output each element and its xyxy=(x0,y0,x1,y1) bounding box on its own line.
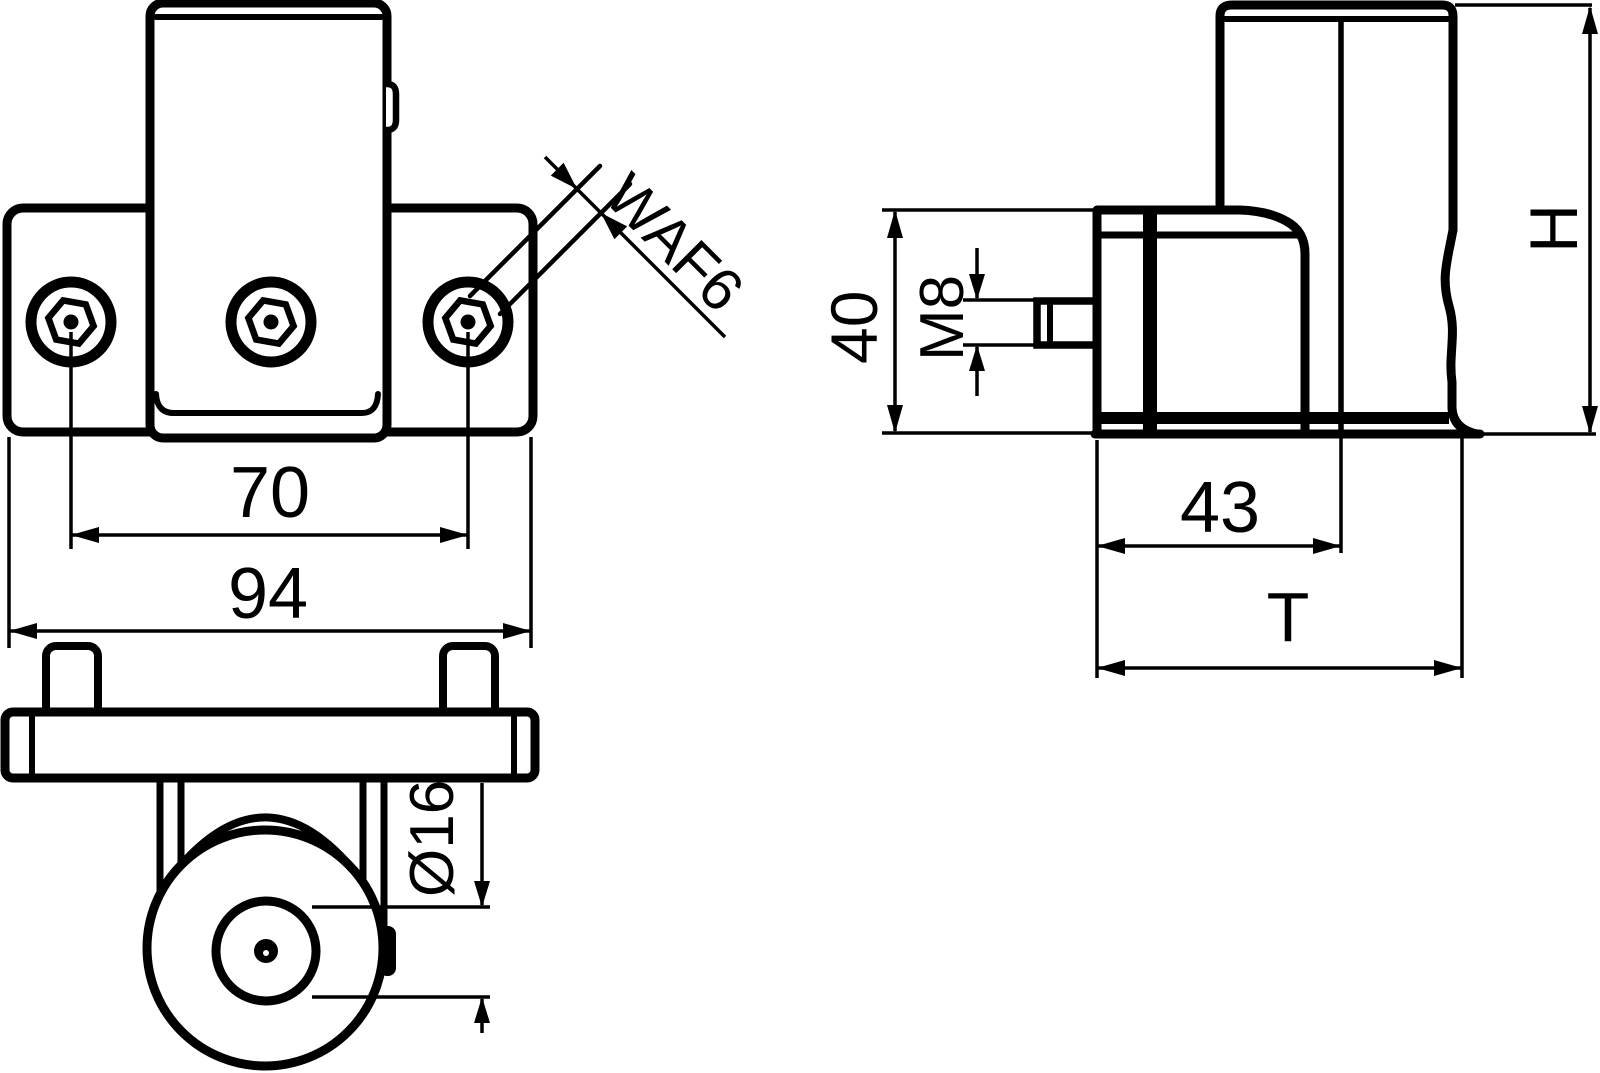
dimension-h: H xyxy=(1516,6,1598,434)
m8-stud xyxy=(1033,297,1105,349)
dimension-m8: M8 xyxy=(908,248,985,396)
bottom-view xyxy=(0,642,540,1071)
dimension-43: 43 xyxy=(1095,436,1343,678)
screw-right xyxy=(422,276,514,368)
dim-d16-label: Ø16 xyxy=(398,780,467,897)
dimension-d16: Ø16 xyxy=(312,780,490,1033)
dim-40-label: 40 xyxy=(817,291,891,364)
dim-m8-label: M8 xyxy=(908,275,977,361)
dimension-t: T xyxy=(1097,437,1464,678)
dimension-40: 40 xyxy=(817,208,1093,435)
waf6-label: WAF6 xyxy=(593,161,757,325)
bottom-plate-bar xyxy=(0,707,540,783)
screw-left-center xyxy=(63,314,79,330)
front-post-bottom-inner-line xyxy=(153,391,381,416)
dim-h-label: H xyxy=(1516,204,1592,253)
roller-axle-tab xyxy=(379,926,396,976)
bottom-pin-left xyxy=(42,642,102,722)
dim-94-label: 94 xyxy=(228,554,308,634)
roller-axle-pinhole xyxy=(263,950,269,956)
front-post xyxy=(145,0,392,443)
dimension-94: 94 xyxy=(7,437,533,648)
screw-left xyxy=(25,276,117,368)
screw-center-center xyxy=(263,314,279,330)
roller-rim-arc xyxy=(178,813,367,885)
bottom-pin-right xyxy=(439,642,499,722)
side-bracket-body xyxy=(1092,205,1310,439)
screw-right-center xyxy=(460,314,476,330)
side-post-outline xyxy=(1215,0,1482,439)
dimension-70: 70 xyxy=(69,332,470,549)
dim-t-label: T xyxy=(1267,578,1310,656)
side-bracket-slot xyxy=(1143,212,1157,434)
dim-70-label: 70 xyxy=(230,453,310,533)
dim-43-label: 43 xyxy=(1180,468,1260,548)
front-view xyxy=(2,0,538,443)
side-view xyxy=(963,0,1596,439)
front-post-notch xyxy=(386,80,400,134)
screw-center xyxy=(225,276,317,368)
